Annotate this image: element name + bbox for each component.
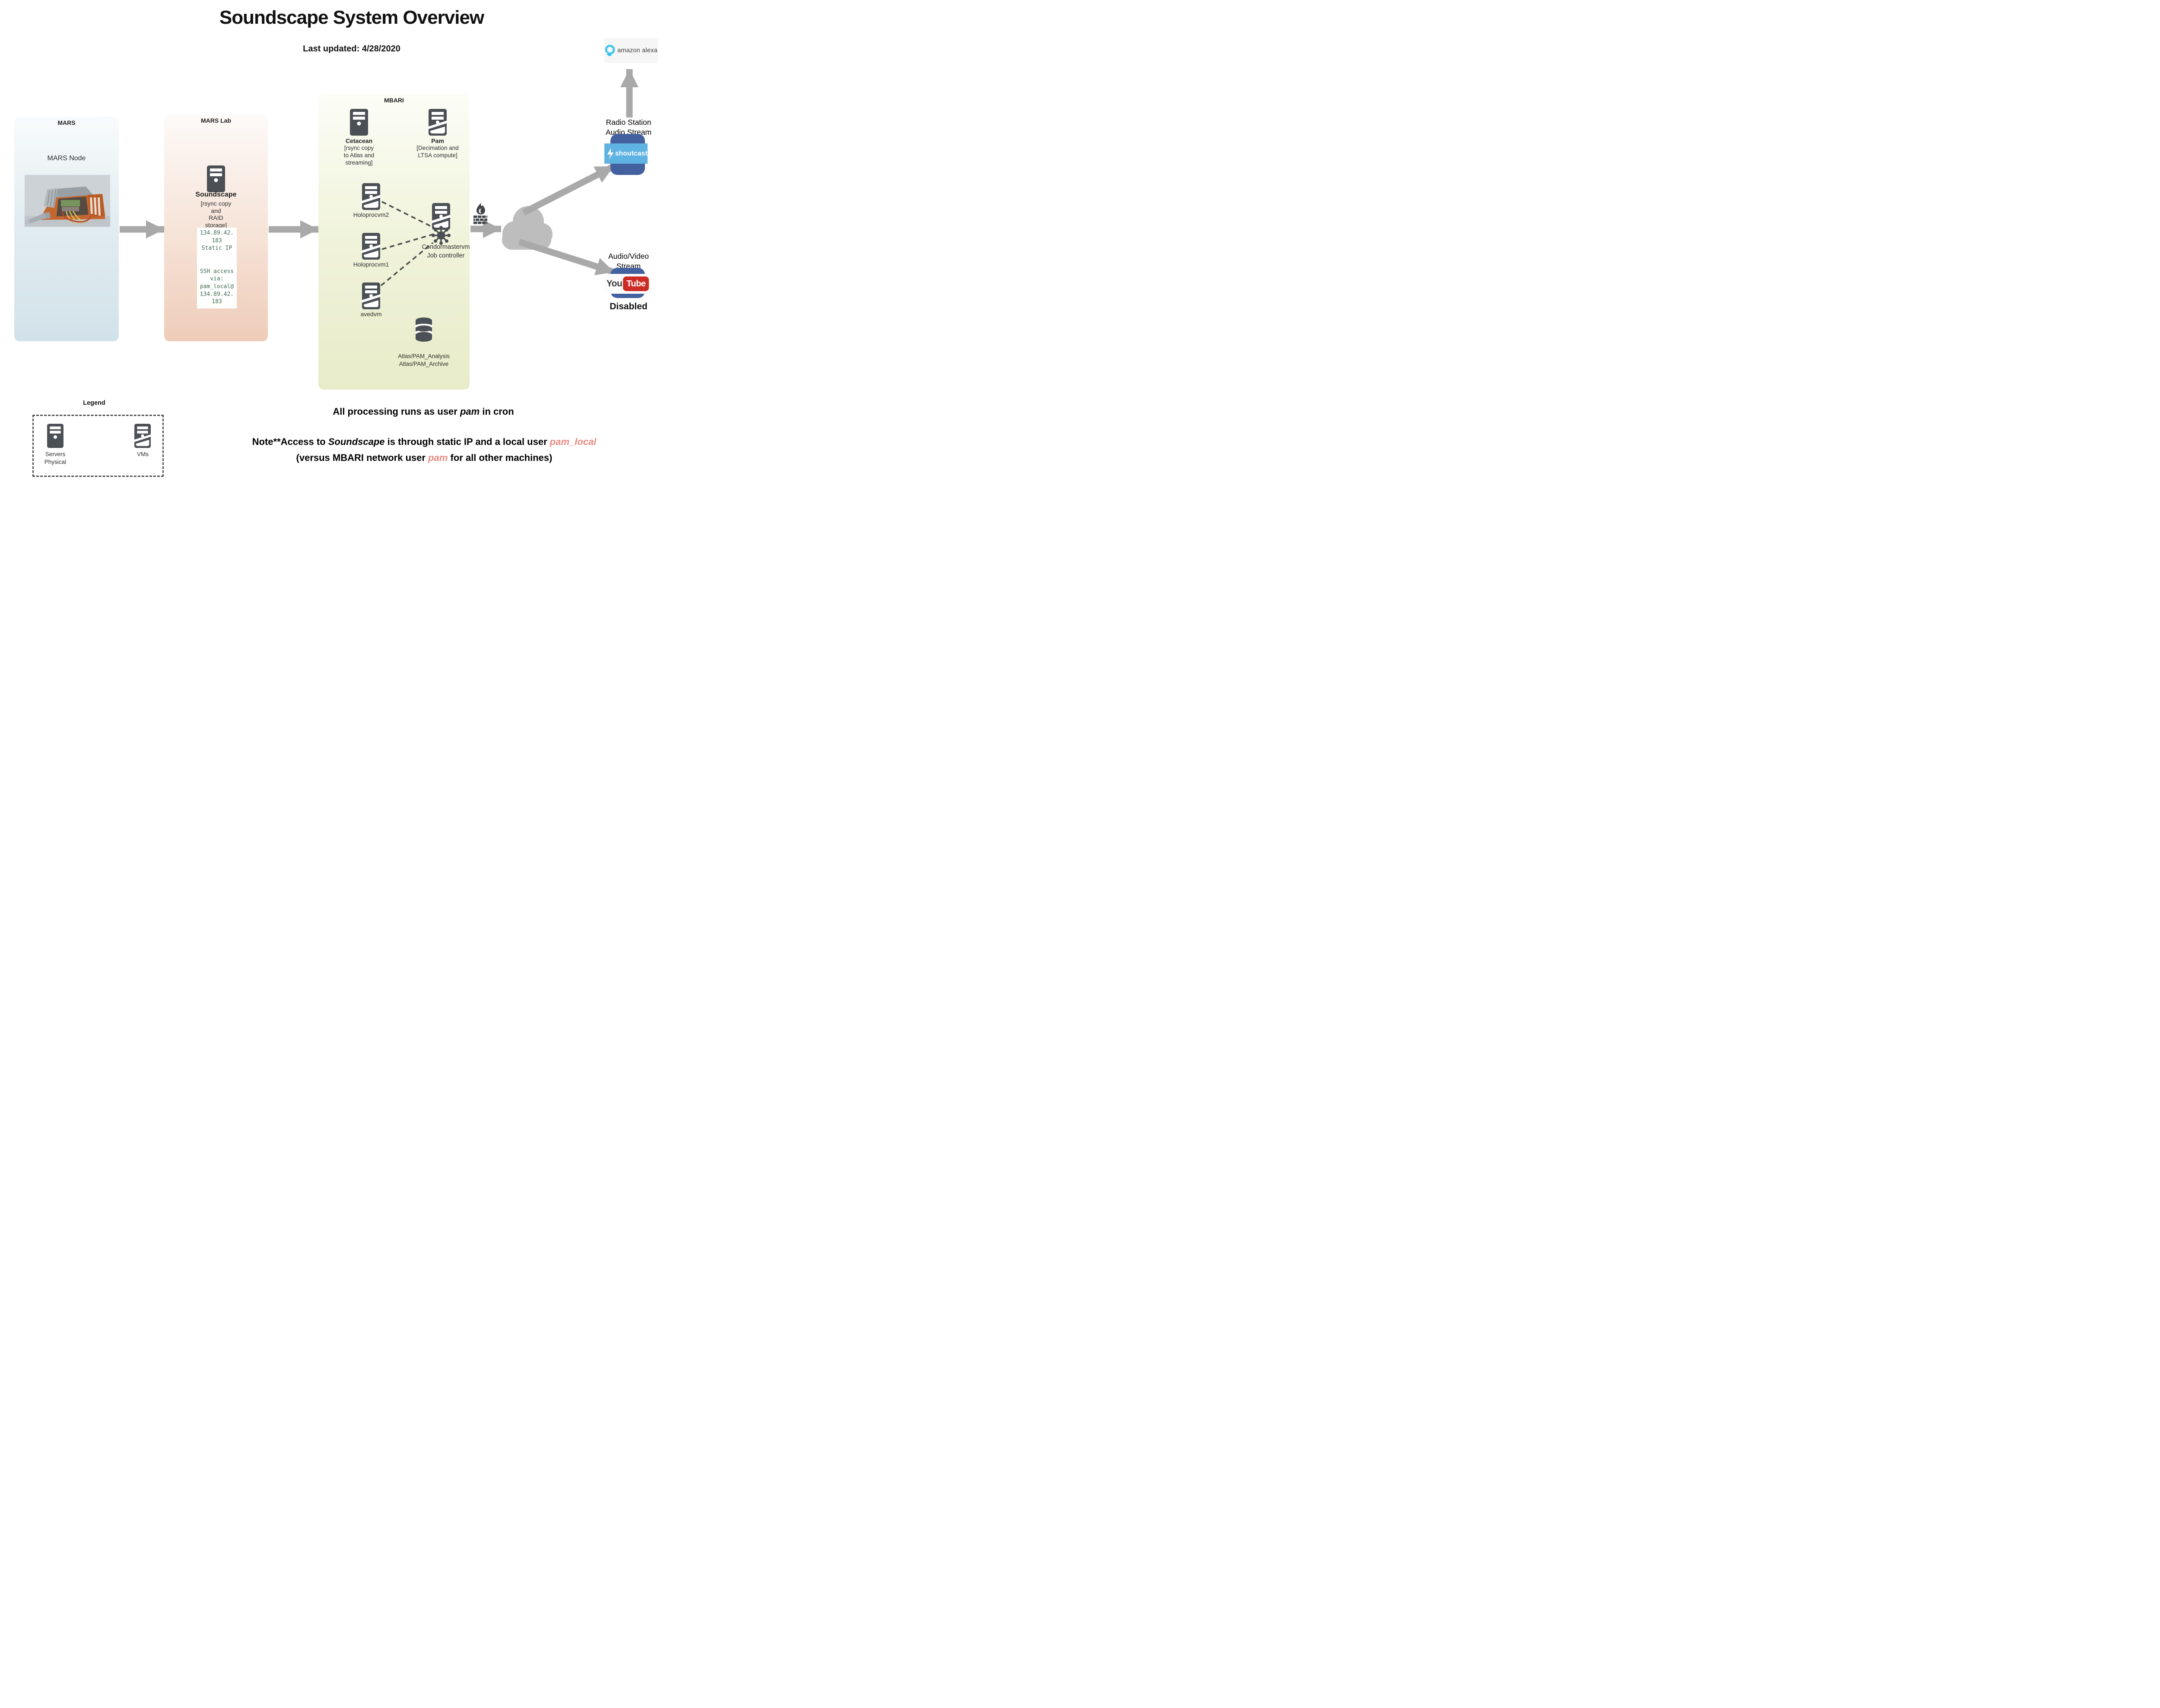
legend-vm-icon — [134, 424, 151, 448]
pam-desc: [Decimation and LTSA compute] — [416, 145, 459, 159]
access-note-line1: Note**Access to Soundscape is through st… — [171, 436, 677, 448]
youtube-tube-box: Tube — [623, 276, 649, 291]
shoutcast-logo: shoutcast — [604, 133, 648, 176]
legend-box: Servers Physical VMs — [32, 415, 164, 477]
amazon-alexa-logo: amazon alexa — [604, 38, 658, 63]
vm-icon — [428, 109, 447, 136]
access-note2-tail: for all other machines) — [448, 452, 553, 463]
shoutcast-bolt-icon — [607, 148, 614, 159]
cetacean-node: Cetacean [rsync copy to Atlas and stream… — [327, 109, 391, 166]
avedvm-node: avedvm — [339, 283, 403, 317]
condormastervm-icon — [428, 203, 454, 247]
mars-node-label: MARS Node — [47, 155, 86, 162]
job-controller-hub-icon — [432, 226, 451, 245]
access-note-text: Note**Access to — [252, 436, 328, 447]
alexa-ring-icon — [605, 44, 615, 56]
cetacean-name: Cetacean — [345, 137, 373, 144]
access-note-line2: (versus MBARI network user pam for all o… — [171, 452, 677, 464]
alexa-logo-text: amazon alexa — [617, 47, 658, 54]
legend-physical-label: Servers Physical — [44, 451, 67, 465]
condormastervm-role: Job controller — [427, 252, 465, 259]
cetacean-desc: [rsync copy to Atlas and streaming] — [343, 145, 375, 166]
access-note2-text: (versus MBARI network user — [296, 452, 429, 463]
vm-icon — [362, 233, 381, 260]
avedvm-label: avedvm — [360, 311, 382, 317]
mbari-region-label: MBARI — [384, 97, 404, 104]
mars-region: MARS MARS Node — [14, 117, 119, 341]
holoprocvm2-node: Holoprocvm2 — [339, 183, 403, 218]
disabled-status: Disabled — [610, 302, 648, 311]
vm-icon — [362, 283, 381, 309]
mars-region-label: MARS — [57, 119, 76, 126]
mars-lab-region-label: MARS Lab — [201, 117, 231, 124]
processing-note-user: pam — [460, 406, 480, 417]
mbari-region: MBARI Cetacean [rsync copy to Atlas and … — [318, 94, 470, 390]
access-note2-pam: pam — [428, 452, 448, 463]
legend-title: Legend — [83, 400, 105, 406]
holoprocvm1-node: Holoprocvm1 — [339, 233, 403, 268]
soundscape-server-icon — [206, 165, 226, 192]
access-note-pam-local: pam_local — [550, 436, 597, 447]
youtube-tube-text: Tube — [626, 279, 646, 289]
cloud-icon — [502, 206, 553, 250]
youtube-you-text: You — [606, 279, 623, 289]
pam-name: Pam — [431, 137, 444, 144]
shoutcast-logo-text: shoutcast — [615, 149, 648, 157]
atlas-database-labels: Atlas/PAM_Analysis Atlas/PAM_Archive — [398, 353, 450, 367]
condormastervm-name: Condormastervm — [422, 244, 470, 251]
soundscape-server-name: Soundscape — [195, 191, 237, 198]
soundscape-access-info: 134.89.42. 183 Static IP SSH access via:… — [197, 228, 237, 309]
shoutcast-band: shoutcast — [604, 143, 648, 164]
page-title: Soundscape System Overview — [219, 7, 484, 28]
access-note-soundscape: Soundscape — [328, 436, 385, 447]
access-note-middle: is through static IP and a local user — [384, 436, 550, 447]
youtube-logo: You Tube — [604, 267, 652, 299]
youtube-band: You Tube — [604, 274, 652, 294]
arrow-cloud-to-shoutcast — [522, 163, 616, 216]
mars-node-image — [25, 175, 110, 227]
last-updated: Last updated: 4/28/2020 — [303, 44, 400, 54]
processing-note-text: All processing runs as user — [333, 406, 460, 417]
soundscape-server-desc: [rsync copy and RAID storage] — [200, 200, 232, 229]
processing-note: All processing runs as user pam in cron — [169, 406, 677, 417]
processing-note-tail: in cron — [480, 406, 514, 417]
holoprocvm2-label: Holoprocvm2 — [353, 211, 389, 218]
diagram-canvas: Soundscape System Overview Last updated:… — [0, 0, 677, 510]
atlas-database-icon — [415, 317, 432, 342]
condormastervm-labels: Condormastervm Job controller — [413, 243, 478, 260]
pam-node: Pam [Decimation and LTSA compute] — [405, 109, 470, 159]
legend-physical-server-icon — [47, 424, 64, 448]
vm-icon — [362, 183, 381, 210]
firewall-icon — [473, 203, 487, 224]
server-icon — [350, 109, 368, 136]
legend-vms-label: VMs — [137, 451, 149, 457]
holoprocvm1-label: Holoprocvm1 — [353, 261, 389, 268]
mars-lab-region: MARS Lab Soundscape [rsync copy and RAID… — [164, 114, 268, 341]
